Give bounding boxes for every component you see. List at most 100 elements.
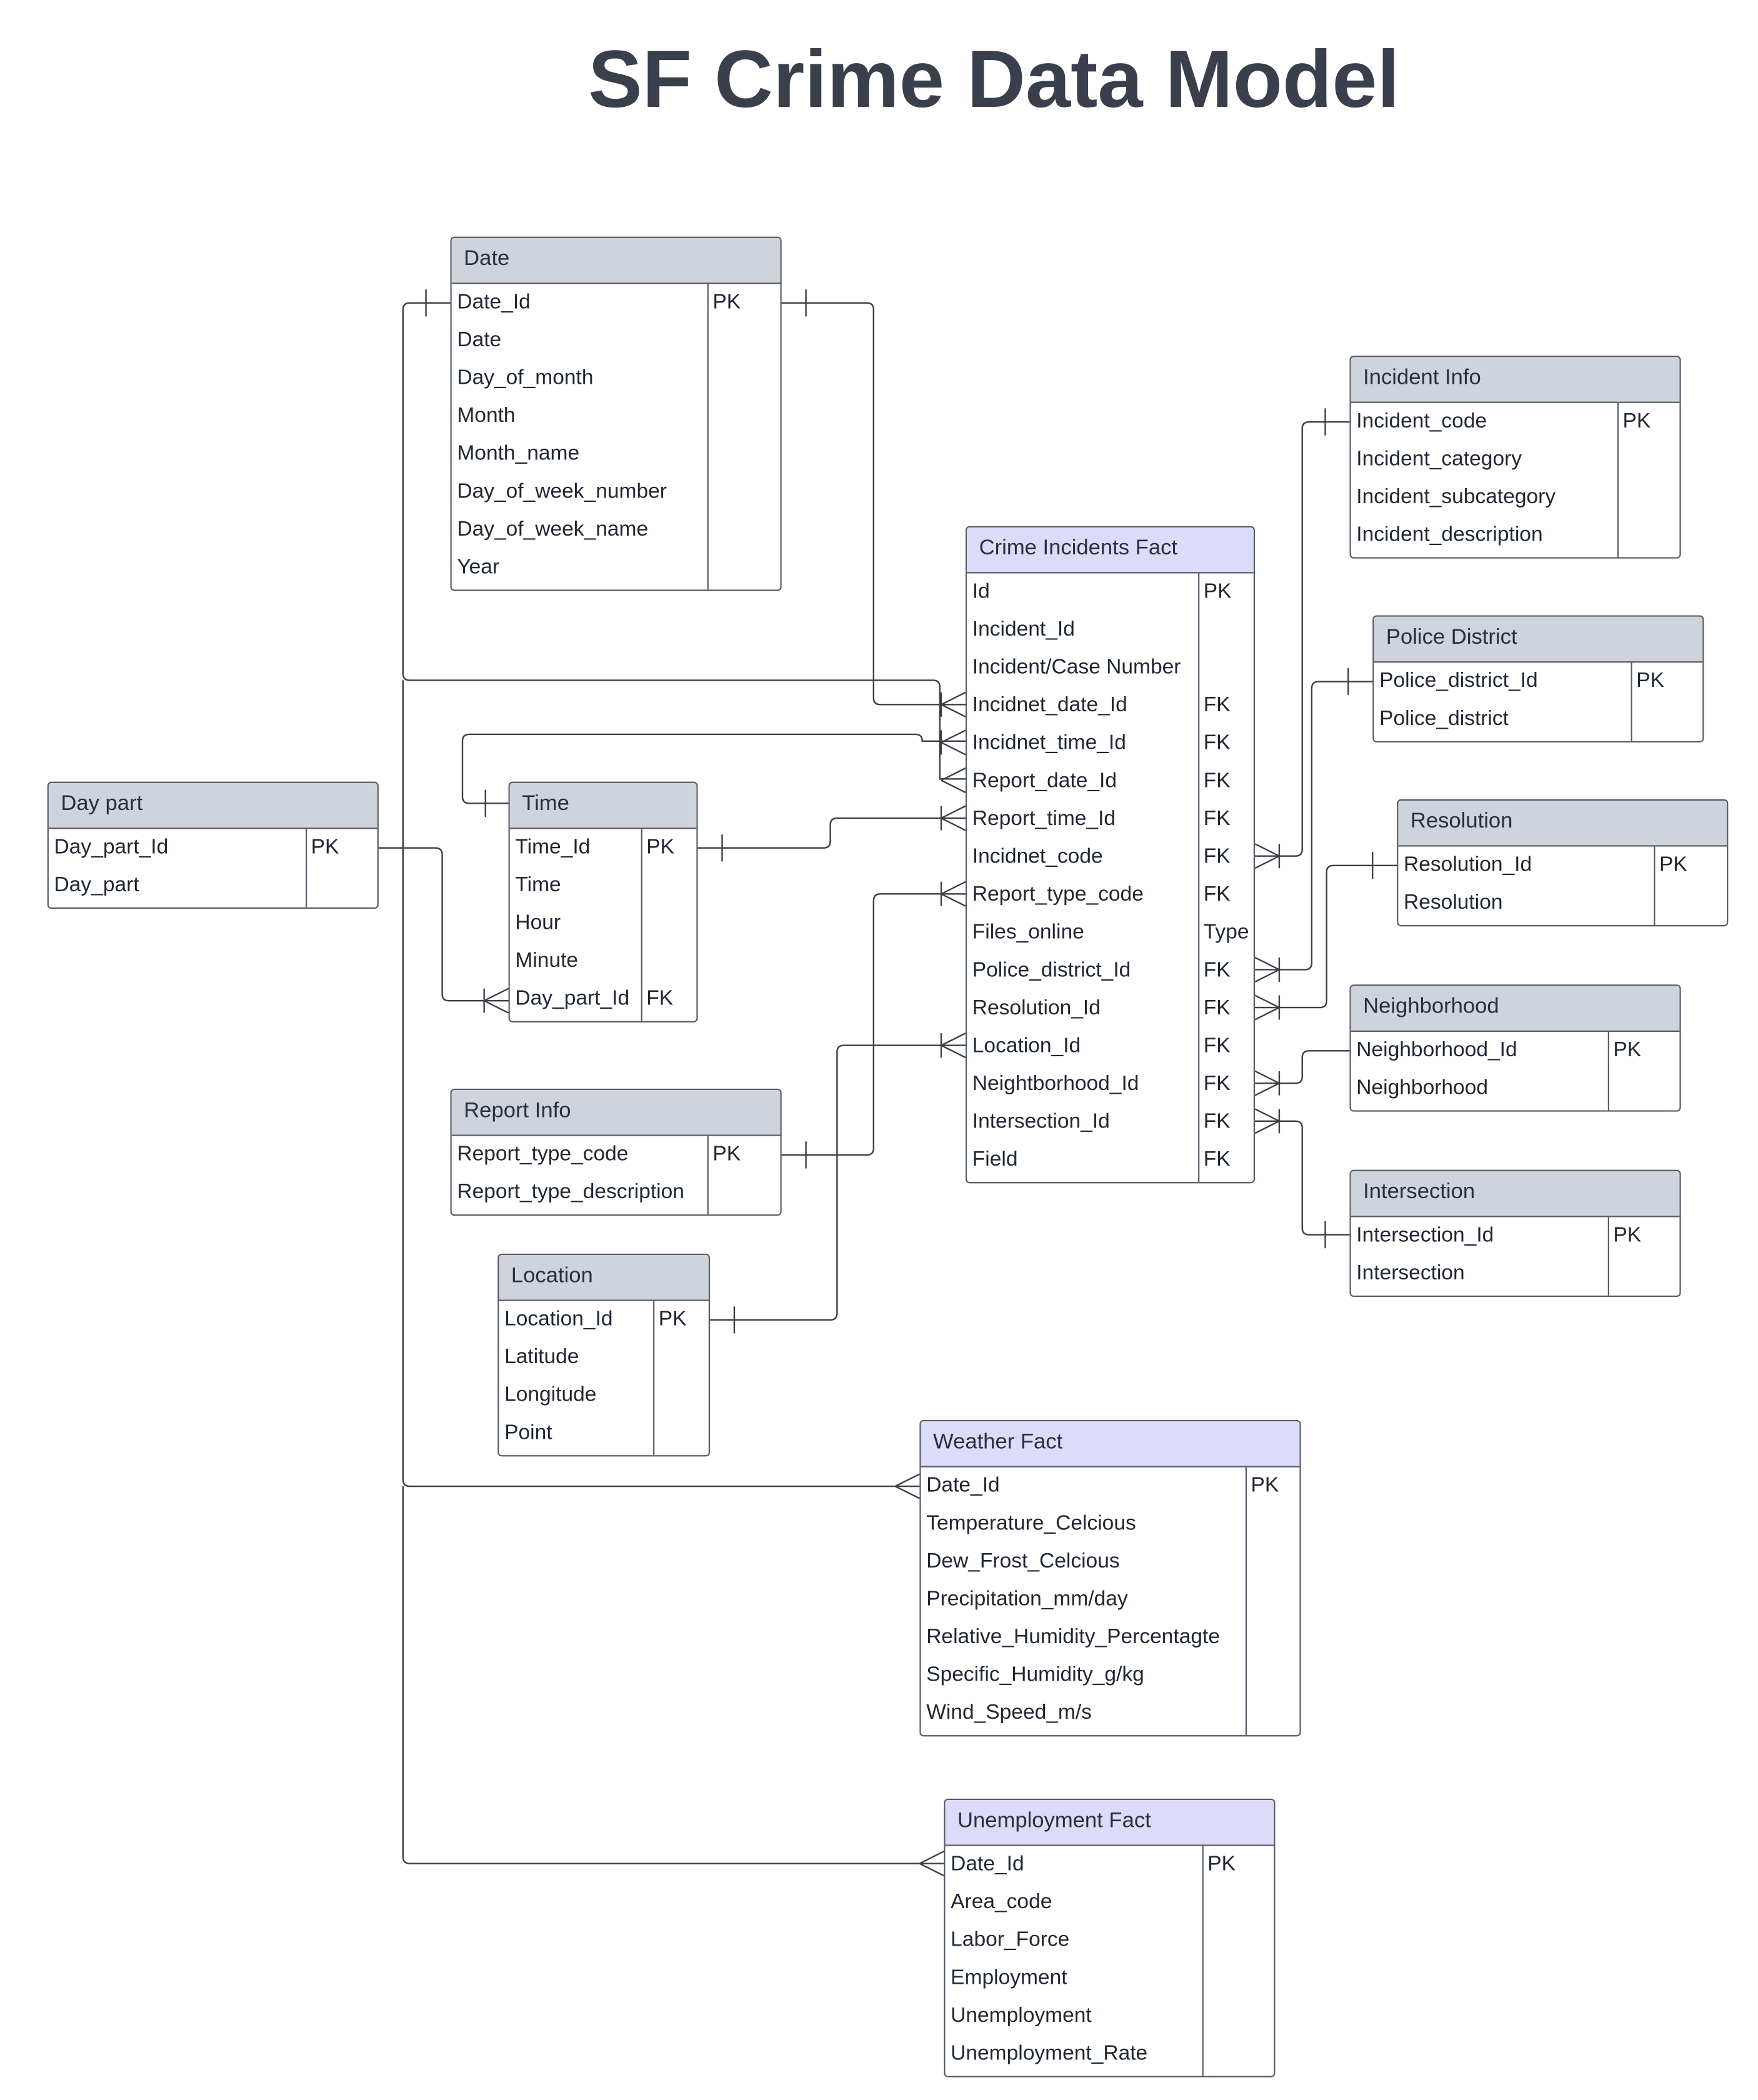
field-row[interactable]: Incident/Case Number (967, 649, 1254, 688)
field-name: Wind_Speed_m/s (926, 1701, 1092, 1724)
field-name: Time_Id (515, 836, 591, 859)
field-row[interactable]: Incident_category (1351, 441, 1680, 479)
many-mark (1254, 994, 1281, 1021)
field-row[interactable]: Relative_Humidity_Percentagte (921, 1619, 1300, 1657)
field-row[interactable]: Date (452, 322, 781, 360)
field-row[interactable]: Area_code (945, 1884, 1274, 1922)
field-name: Day_part_Id (515, 987, 630, 1011)
field-row[interactable]: Report_type_description (452, 1174, 781, 1212)
key-column-divider (1198, 573, 1200, 1182)
field-row[interactable]: Neighborhood_Id PK (1351, 1032, 1680, 1070)
entity-title: Report Info (451, 1090, 781, 1136)
rel-date-unemployment (402, 1486, 944, 1864)
field-row[interactable]: Point (499, 1414, 708, 1452)
field-row[interactable]: Longitude (499, 1377, 708, 1415)
field-row[interactable]: Wind_Speed_m/s (921, 1694, 1300, 1732)
field-row[interactable]: Day_of_week_name (452, 511, 781, 549)
key-column-divider (306, 829, 307, 908)
field-key: PK (1613, 1038, 1642, 1062)
field-row[interactable]: Dew_Frost_Celcious (921, 1543, 1300, 1581)
field-row[interactable]: Month (452, 398, 781, 436)
key-column-divider (641, 829, 642, 1021)
field-row[interactable]: Precipitation_mm/day (921, 1581, 1300, 1619)
field-row[interactable]: Incident_subcategory (1351, 479, 1680, 517)
field-row[interactable]: Intersection (1351, 1255, 1680, 1293)
field-name: Neighborhood_Id (1356, 1038, 1517, 1062)
field-row[interactable]: Temperature_Celcious (921, 1505, 1300, 1543)
field-row[interactable]: Neighborhood (1351, 1070, 1680, 1108)
field-row[interactable]: Incident_Id (967, 611, 1254, 649)
field-row[interactable]: Time (510, 867, 697, 905)
rel-daypart-time (378, 847, 509, 1002)
field-row[interactable]: Labor_Force (945, 1922, 1274, 1960)
field-name: Incidnet_date_Id (972, 694, 1127, 717)
field-row[interactable]: Latitude (499, 1339, 708, 1377)
many-mark (940, 1032, 966, 1059)
field-row[interactable]: Employment (945, 1959, 1274, 1998)
field-row[interactable]: Unemployment (945, 1998, 1274, 2036)
field-key: FK (1203, 731, 1231, 755)
field-row[interactable]: Hour (510, 905, 697, 943)
field-row[interactable]: Minute (510, 942, 697, 981)
entity-title: Intersection (1351, 1171, 1680, 1218)
key-column-divider (1607, 1031, 1609, 1111)
field-row[interactable]: Month_name (452, 436, 781, 474)
field-row[interactable]: Day_of_week_number (452, 473, 781, 511)
many-mark (894, 1473, 920, 1499)
field-name: Incident_description (1356, 523, 1543, 547)
field-name: Date_Id (457, 291, 531, 314)
field-row[interactable]: Resolution (1398, 884, 1727, 922)
field-row[interactable]: Year (452, 549, 781, 588)
field-row[interactable]: Specific_Humidity_g/kg (921, 1657, 1300, 1695)
field-row[interactable]: Incident_description (1351, 517, 1680, 555)
rel-report-type (781, 893, 966, 1156)
field-name: Longitude (504, 1383, 597, 1407)
field-row[interactable]: Day_of_month (452, 360, 781, 398)
field-row[interactable]: Unemployment_Rate (945, 2036, 1274, 2074)
field-name: Employment (951, 1966, 1067, 1989)
field-row[interactable]: Day_part (49, 867, 377, 905)
field-row[interactable]: Police_district (1374, 701, 1702, 739)
entity-title: Day part (48, 782, 377, 829)
many-mark (1254, 843, 1281, 869)
